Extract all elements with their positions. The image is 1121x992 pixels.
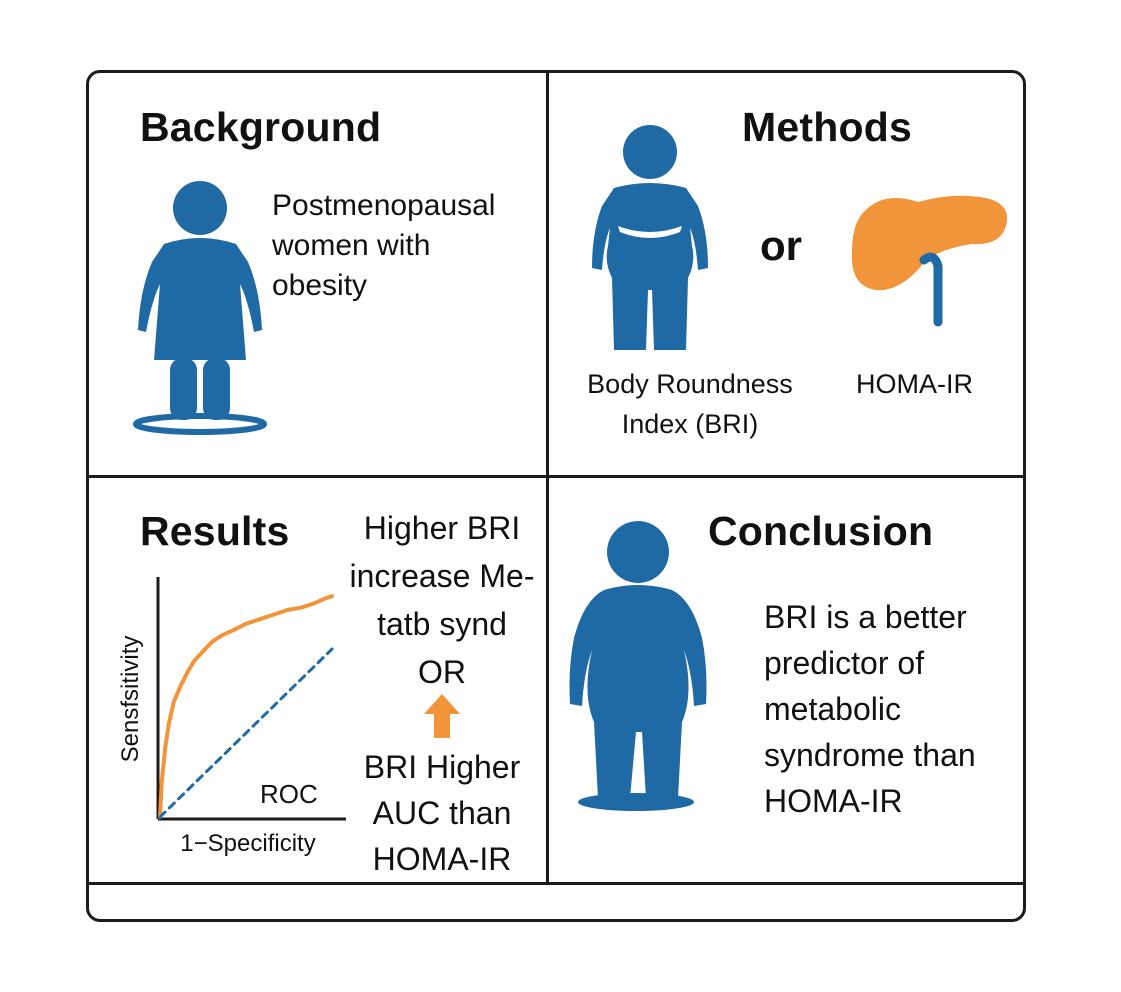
person-figure-icon [569, 521, 707, 811]
methods-heading: Methods [742, 104, 912, 150]
arrow-up-icon [424, 694, 460, 738]
infographic-frame [86, 70, 1026, 922]
woman-figure-icon [133, 181, 267, 435]
roc-reference-line [158, 647, 334, 819]
body-figure-icon [592, 125, 708, 350]
pancreas-icon [851, 195, 1008, 327]
horizontal-divider [88, 475, 1024, 478]
results-finding-top: Higher BRI increase Me- tatb synd OR [349, 510, 535, 690]
footer-divider [88, 882, 1024, 885]
bri-label: Body Roundness Index (BRI) [587, 369, 793, 439]
or-word: or [760, 222, 802, 269]
homa-ir-label: HOMA-IR [856, 369, 973, 399]
conclusion-text: BRI is a better predictor of metabolic s… [764, 599, 976, 819]
y-axis-label: Sensfsitivity [117, 636, 144, 763]
background-heading: Background [140, 104, 382, 150]
vertical-divider [546, 72, 549, 884]
results-heading: Results [140, 508, 290, 554]
roc-series-group [158, 594, 334, 819]
roc-curve [158, 594, 334, 819]
roc-chart: Sensfsitivity 1−Specificity ROC [117, 577, 346, 857]
background-text: Postmenopausal women with obesity [272, 189, 496, 302]
x-axis-label: 1−Specificity [180, 830, 315, 857]
conclusion-heading: Conclusion [708, 508, 934, 554]
roc-annotation: ROC [260, 779, 318, 809]
results-finding-bottom: BRI Higher AUC than HOMA-IR [363, 749, 521, 877]
